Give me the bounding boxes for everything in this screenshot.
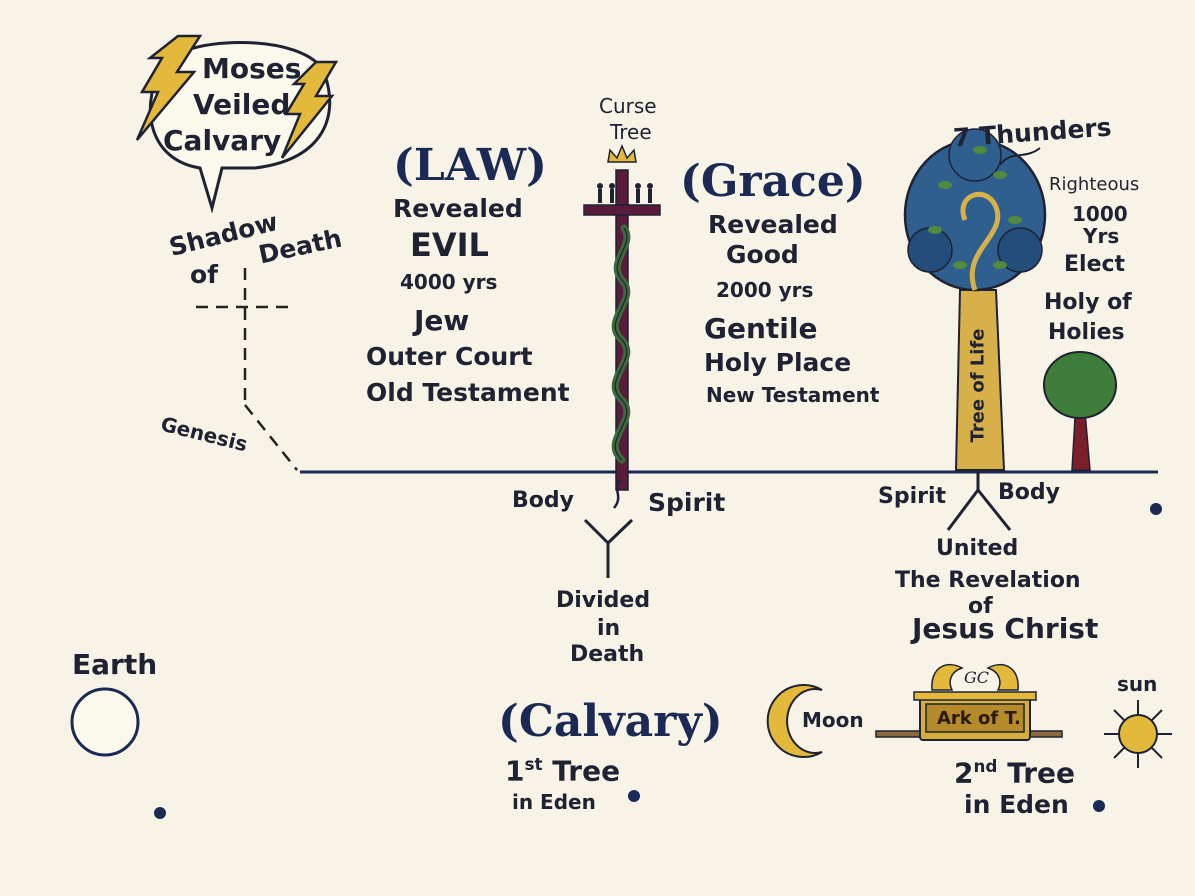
bubble-line2: Veiled: [193, 88, 291, 121]
law-evil: EVIL: [410, 226, 489, 264]
figures-icon: [597, 183, 653, 203]
law-title: (LAW): [393, 140, 547, 191]
dot-icon: [154, 807, 166, 819]
revelation-line2: of: [968, 594, 993, 619]
righteous-holy2: Holies: [1048, 320, 1125, 345]
grace-revealed: Revealed: [708, 210, 838, 239]
law-years: 4000 yrs: [400, 270, 498, 294]
left-branch-y: [583, 518, 634, 578]
moon-icon: [766, 684, 823, 758]
ark-mark: GC: [964, 668, 990, 687]
divided-line1: Divided: [556, 588, 651, 613]
dot-icon: [1093, 800, 1105, 812]
shadow-word2: of: [190, 260, 219, 289]
curse-tree-line1: Curse: [599, 94, 657, 118]
right-body-label: Body: [998, 480, 1060, 505]
divided-line3: Death: [570, 642, 645, 667]
law-testament: Old Testament: [366, 378, 570, 407]
cross-icon: [583, 169, 661, 491]
first-tree-title: 1st Tree: [505, 754, 621, 788]
grace-testament: New Testament: [706, 383, 880, 407]
earth-label: Earth: [72, 648, 158, 681]
calvary-title: (Calvary): [498, 696, 723, 747]
root-squiggle: [612, 479, 622, 509]
law-jew: Jew: [414, 304, 470, 337]
first-tree-location: in Eden: [512, 790, 596, 814]
left-spirit-label: Spirit: [648, 488, 726, 517]
second-tree-title: 2nd Tree: [954, 756, 1076, 790]
timeline-end-dot: [1150, 503, 1162, 515]
sun-icon: [1104, 700, 1172, 768]
speech-bubble: [148, 41, 332, 214]
righteous-elect: Elect: [1064, 252, 1126, 277]
grace-good: Good: [726, 240, 799, 269]
second-tree-location: in Eden: [964, 790, 1069, 819]
crown-icon: [607, 144, 637, 163]
tree-of-life-icon: [903, 128, 1047, 471]
righteous-line1: Righteous: [1049, 174, 1140, 195]
sun-label: sun: [1117, 672, 1158, 696]
grace-gentile: Gentile: [704, 312, 818, 345]
lightning-bolt-right-icon: [280, 60, 339, 159]
thunders-pointer: [999, 147, 1041, 166]
tree-of-life-label: Tree of Life: [967, 328, 989, 443]
lightning-bolt-left-icon: [135, 34, 203, 141]
revelation-line3: Jesus Christ: [912, 612, 1099, 645]
righteous-holy1: Holy of: [1044, 290, 1132, 315]
shadow-dashed-path: [196, 268, 298, 471]
revelation-line1: The Revelation: [895, 568, 1081, 593]
earth-icon: [70, 687, 140, 757]
grace-place: Holy Place: [704, 348, 852, 377]
moon-label: Moon: [802, 708, 864, 732]
bubble-line3: Calvary: [163, 124, 282, 157]
small-tree-icon: [1043, 351, 1117, 471]
bubble-line1: Moses: [202, 52, 302, 85]
curse-tree-line2: Tree: [610, 120, 652, 144]
law-court: Outer Court: [366, 342, 533, 371]
righteous-line3: Yrs: [1083, 224, 1120, 248]
serpent-outline: [614, 227, 628, 461]
righteous-line2: 1000: [1072, 202, 1128, 226]
grace-years: 2000 yrs: [716, 278, 814, 302]
united-label: United: [936, 536, 1019, 561]
law-revealed: Revealed: [393, 194, 523, 223]
right-branch-y: [946, 472, 1012, 531]
ark-icon: [875, 663, 1063, 741]
ark-label: Ark of T.: [937, 708, 1021, 729]
grace-title: (Grace): [680, 156, 866, 207]
left-body-label: Body: [512, 488, 574, 513]
right-spirit-label: Spirit: [878, 484, 947, 509]
dot-icon: [628, 790, 640, 802]
divided-line2: in: [597, 616, 621, 641]
